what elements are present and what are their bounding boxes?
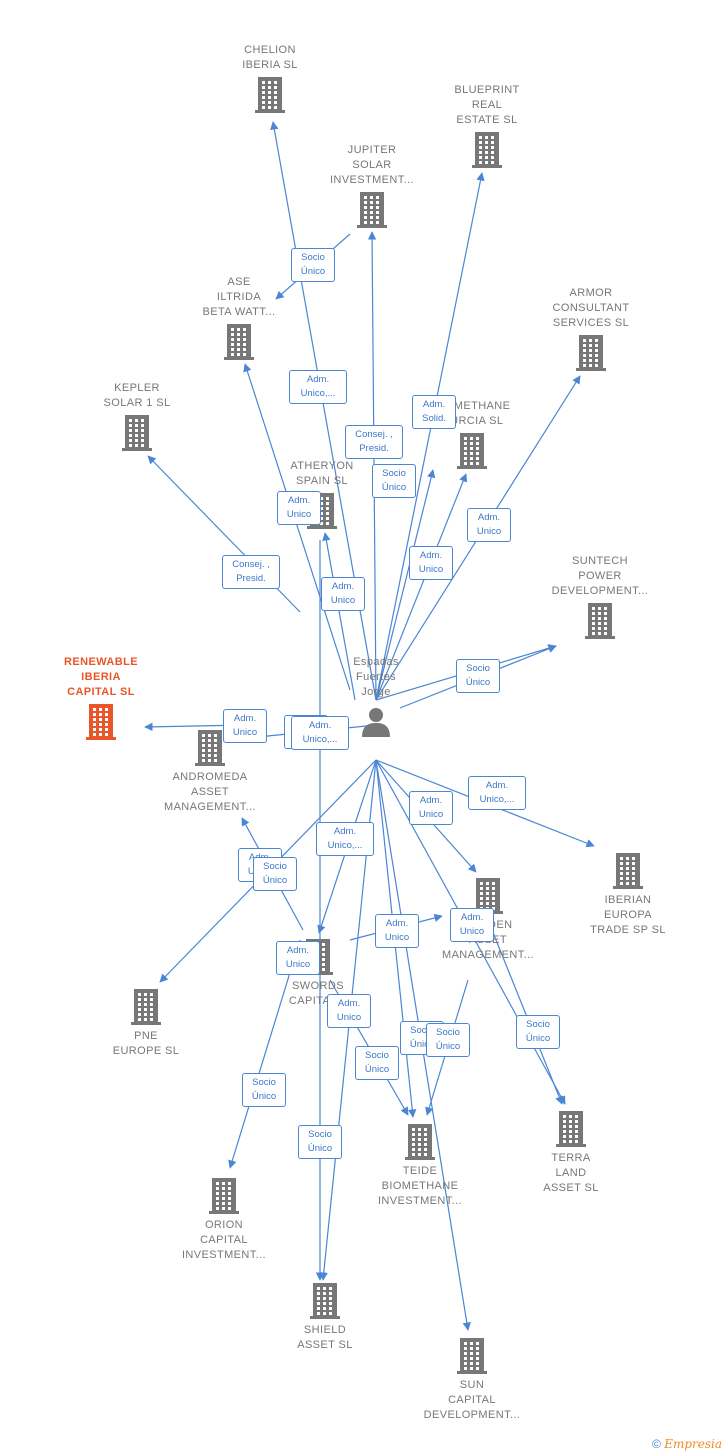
relationship-label[interactable]: Consej. , Presid. xyxy=(345,425,403,459)
company-name: ATHERYON SPAIN SL xyxy=(290,460,354,487)
building-icon xyxy=(457,1338,487,1374)
relationship-label[interactable]: Socio Único xyxy=(355,1046,399,1080)
relationship-label[interactable]: Adm. Unico xyxy=(327,994,371,1028)
building-icon xyxy=(576,335,606,371)
relationship-label[interactable]: Adm. Solid. xyxy=(412,395,456,429)
relationship-edge-25 xyxy=(228,939,301,1169)
relationship-label[interactable]: Adm. Unico,... xyxy=(289,370,347,404)
relationship-label[interactable]: Consej. , Presid. xyxy=(222,555,280,589)
relationship-label[interactable]: Socio Único xyxy=(253,857,297,891)
relationship-label[interactable]: Socio Único xyxy=(456,659,500,693)
relationship-edge-28 xyxy=(487,919,564,1105)
relationship-label[interactable]: Adm. Unico xyxy=(277,491,321,525)
relationship-label[interactable]: Adm. Unico xyxy=(450,908,494,942)
building-icon xyxy=(457,433,487,469)
company-name: SUN CAPITAL DEVELOPMENT... xyxy=(423,1379,521,1421)
brand-name: Empresia xyxy=(664,1437,722,1451)
person-node[interactable]: Espadas Fuertes Jorge xyxy=(334,655,418,738)
company-name: SHIELD ASSET SL xyxy=(297,1324,353,1351)
company-node-chelion[interactable]: CHELION IBERIA SL xyxy=(205,43,335,113)
building-icon xyxy=(310,1283,340,1319)
building-icon xyxy=(195,730,225,766)
relationship-label[interactable]: Adm. Unico xyxy=(223,709,267,743)
company-node-teide[interactable]: TEIDE BIOMETHANE INVESTMENT... xyxy=(355,1124,485,1209)
building-icon xyxy=(131,989,161,1025)
person-name: Espadas Fuertes Jorge xyxy=(353,656,399,698)
building-icon xyxy=(585,603,615,639)
relationship-label[interactable]: Socio Único xyxy=(291,248,335,282)
company-node-atheryon[interactable]: ATHERYON SPAIN SL xyxy=(257,459,387,529)
relationship-label[interactable]: Adm. Unico xyxy=(276,941,320,975)
building-icon xyxy=(86,704,116,740)
relationship-label[interactable]: Socio Único xyxy=(242,1073,286,1107)
company-node-jupiter[interactable]: JUPITER SOLAR INVESTMENT... xyxy=(307,143,437,228)
copyright-symbol: © xyxy=(652,1437,661,1451)
relationship-label[interactable]: Socio Único xyxy=(372,464,416,498)
company-name: IBERIAN EUROPA TRADE SP SL xyxy=(590,894,666,936)
building-icon xyxy=(556,1111,586,1147)
company-name: ORION CAPITAL INVESTMENT... xyxy=(181,1219,267,1261)
company-node-blueprint[interactable]: BLUEPRINT REAL ESTATE SL xyxy=(422,83,552,168)
building-icon xyxy=(357,192,387,228)
relationship-label[interactable]: Adm. Unico xyxy=(467,508,511,542)
company-node-shield[interactable]: SHIELD ASSET SL xyxy=(260,1283,390,1353)
person-icon xyxy=(362,708,390,737)
company-node-suntech[interactable]: SUNTECH POWER DEVELOPMENT... xyxy=(535,554,665,639)
company-name: ARMOR CONSULTANT SERVICES SL xyxy=(552,287,630,329)
company-node-iberian[interactable]: IBERIAN EUROPA TRADE SP SL xyxy=(563,853,693,938)
relationship-edge-8 xyxy=(322,532,356,701)
relationship-label[interactable]: Adm. Unico,... xyxy=(291,716,349,750)
company-name: SUNTECH POWER DEVELOPMENT... xyxy=(551,555,649,597)
company-node-pne[interactable]: PNE EUROPE SL xyxy=(81,989,211,1059)
relationship-label[interactable]: Adm. Unico,... xyxy=(468,776,526,810)
relationship-label[interactable]: Adm. Unico xyxy=(409,791,453,825)
company-node-terra[interactable]: TERRA LAND ASSET SL xyxy=(506,1111,636,1196)
company-name: RENEWABLE IBERIA CAPITAL SL xyxy=(64,656,138,698)
company-node-ase[interactable]: ASE ILTRIDA BETA WATT... xyxy=(174,275,304,360)
relationship-edge-5 xyxy=(375,469,436,701)
building-icon xyxy=(405,1124,435,1160)
company-name: TEIDE BIOMETHANE INVESTMENT... xyxy=(377,1165,463,1207)
building-icon xyxy=(224,324,254,360)
relationship-label[interactable]: Adm. Unico xyxy=(375,914,419,948)
relationship-label[interactable]: Adm. Unico xyxy=(321,577,365,611)
company-name: TERRA LAND ASSET SL xyxy=(543,1152,599,1194)
footer-brand: © Empresia xyxy=(652,1437,722,1451)
building-icon xyxy=(209,1178,239,1214)
relationship-label[interactable]: Adm. Unico xyxy=(409,546,453,580)
relationship-edge-6 xyxy=(375,473,468,701)
company-name: PNE EUROPE SL xyxy=(112,1030,180,1057)
relationship-edge-1 xyxy=(375,172,485,701)
relationship-edge-7 xyxy=(243,363,351,691)
building-icon xyxy=(472,132,502,168)
relationship-label[interactable]: Adm. Unico,... xyxy=(316,822,374,856)
company-node-kepler[interactable]: KEPLER SOLAR 1 SL xyxy=(72,381,202,451)
company-name: ASE ILTRIDA BETA WATT... xyxy=(202,276,276,318)
relationship-label[interactable]: Socio Único xyxy=(426,1023,470,1057)
relationship-label[interactable]: Socio Único xyxy=(298,1125,342,1159)
company-node-sun[interactable]: SUN CAPITAL DEVELOPMENT... xyxy=(407,1338,537,1423)
company-node-armor[interactable]: ARMOR CONSULTANT SERVICES SL xyxy=(526,286,656,371)
building-icon xyxy=(613,853,643,889)
company-node-andromeda[interactable]: ANDROMEDA ASSET MANAGEMENT... xyxy=(145,730,275,815)
building-icon xyxy=(255,77,285,113)
company-name: CHELION IBERIA SL xyxy=(242,44,298,71)
relationship-label[interactable]: Socio Único xyxy=(516,1015,560,1049)
company-node-renewable[interactable]: RENEWABLE IBERIA CAPITAL SL xyxy=(36,655,166,740)
company-name: KEPLER SOLAR 1 SL xyxy=(103,382,171,409)
company-name: ANDROMEDA ASSET MANAGEMENT... xyxy=(164,771,256,813)
building-icon xyxy=(122,415,152,451)
company-name: BLUEPRINT REAL ESTATE SL xyxy=(454,84,520,126)
company-node-orion[interactable]: ORION CAPITAL INVESTMENT... xyxy=(159,1178,289,1263)
company-name: JUPITER SOLAR INVESTMENT... xyxy=(329,144,415,186)
